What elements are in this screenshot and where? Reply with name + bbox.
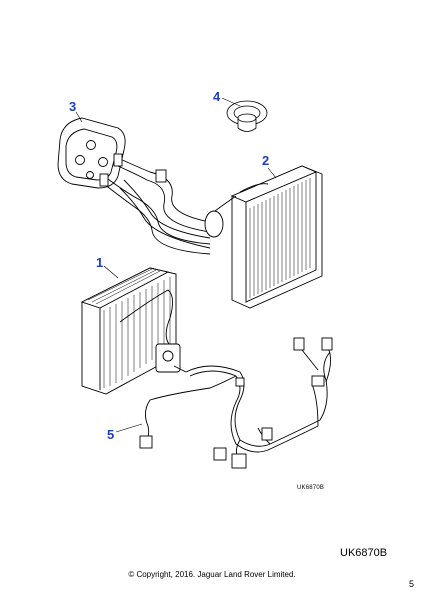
callout-part-3: 3 <box>69 99 77 114</box>
leader-1 <box>103 265 119 279</box>
callout-part-5: 5 <box>107 427 115 442</box>
diagram-reference-small: UK6870B <box>297 485 325 491</box>
heater-pipes <box>99 153 211 255</box>
callout-part-2: 2 <box>262 153 270 168</box>
copyright-notice: © Copyright, 2016. Jaguar Land Rover Lim… <box>128 570 296 579</box>
part-4-grommet <box>226 100 268 132</box>
diagram-reference-large: UK6870B <box>340 547 388 559</box>
callout-part-1: 1 <box>96 255 104 270</box>
page-number: 5 <box>409 579 415 589</box>
leader-4 <box>221 97 241 107</box>
leader-3 <box>75 111 83 123</box>
leader-2 <box>267 167 277 179</box>
part-5-harness <box>139 337 333 469</box>
part-3-seal <box>57 117 126 189</box>
leader-5 <box>115 423 143 433</box>
part-2-heater-core <box>204 165 323 309</box>
callout-part-4: 4 <box>213 89 221 104</box>
part-1-evaporator <box>80 267 187 395</box>
